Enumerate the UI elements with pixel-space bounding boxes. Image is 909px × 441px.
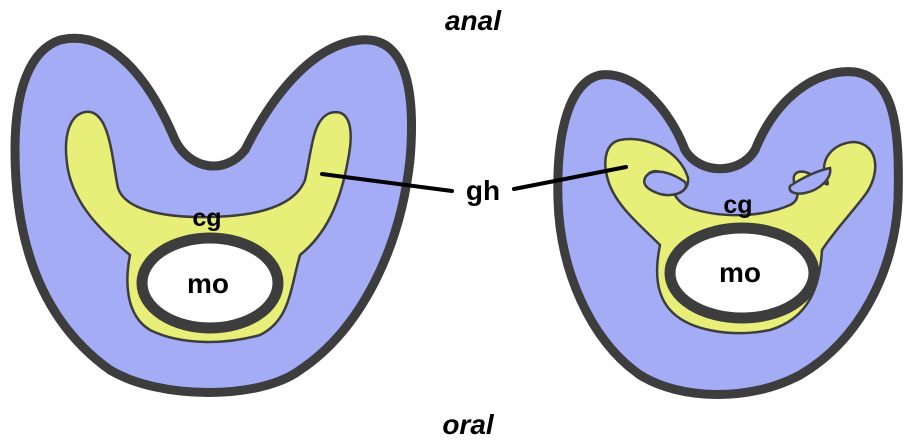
right-specimen: cg mo	[558, 72, 899, 395]
anal-label: anal	[445, 5, 502, 36]
oral-label: oral	[442, 409, 495, 440]
right-cg-label: cg	[723, 191, 752, 219]
right-mo-label: mo	[719, 257, 761, 288]
left-specimen: cg mo	[15, 38, 412, 392]
left-cg-label: cg	[192, 204, 221, 232]
left-mo-label: mo	[187, 268, 229, 299]
gh-label: gh	[466, 175, 500, 206]
